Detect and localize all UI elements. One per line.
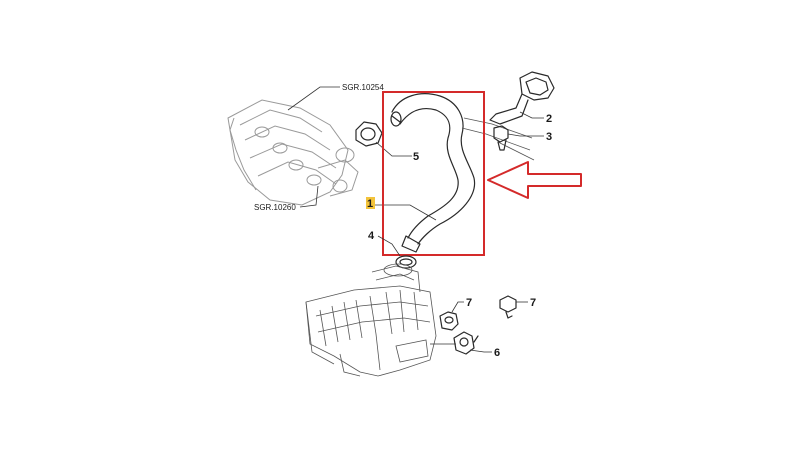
bracket-part-2: 2 bbox=[489, 71, 555, 125]
callout-1: 1 bbox=[367, 198, 373, 210]
callout-7-right: 7 bbox=[530, 297, 536, 309]
bolt-part-7-right: 7 bbox=[499, 295, 536, 319]
callout-2: 2 bbox=[546, 113, 552, 125]
intake-manifold-drawing bbox=[227, 99, 359, 206]
callout-7-left: 7 bbox=[466, 297, 472, 309]
air-box-housing bbox=[305, 263, 437, 377]
fitting-part-6: 6 bbox=[430, 331, 500, 359]
highlight-box bbox=[382, 91, 485, 256]
reference-upper: SGR.10254 bbox=[287, 83, 384, 111]
callout-1-marker: 1 bbox=[366, 197, 375, 210]
reference-label-lower: SGR.10260 bbox=[254, 203, 296, 212]
hose-part-1 bbox=[372, 93, 535, 253]
callout-5: 5 bbox=[413, 151, 419, 163]
bolt-part-7-left: 7 bbox=[439, 297, 472, 331]
bolt-part-3: 3 bbox=[493, 125, 552, 151]
clamp-part-4: 4 bbox=[368, 230, 417, 269]
callout-3: 3 bbox=[546, 131, 552, 143]
reference-label-upper: SGR.10254 bbox=[342, 83, 384, 92]
reference-lower: SGR.10260 bbox=[254, 185, 319, 212]
callout-4: 4 bbox=[368, 230, 375, 242]
gasket-part-5: 5 bbox=[355, 121, 419, 163]
callout-6: 6 bbox=[494, 347, 500, 359]
highlight-marker bbox=[366, 197, 375, 209]
highlight-arrow bbox=[487, 161, 582, 199]
